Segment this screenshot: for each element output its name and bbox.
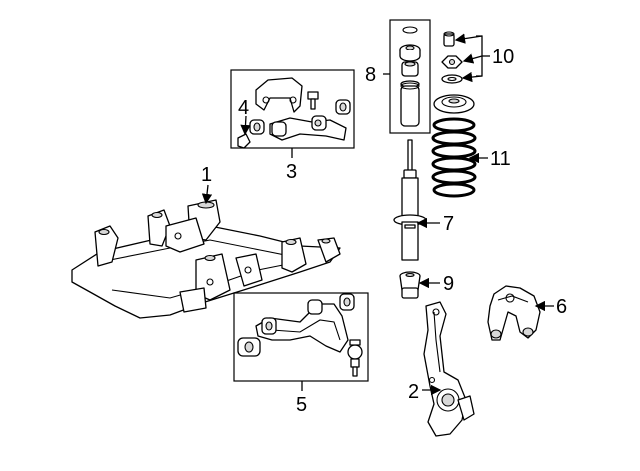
strut-mount-kit-box xyxy=(389,19,431,134)
callout-10-leader-c xyxy=(461,71,483,83)
callout-11: 11 xyxy=(490,148,511,170)
callout-10-leader-b xyxy=(462,53,483,64)
strut-assembly xyxy=(393,139,427,261)
upper-control-arm xyxy=(487,285,541,341)
bump-stop xyxy=(399,271,421,299)
callout-9: 9 xyxy=(443,273,454,295)
steering-knuckle xyxy=(423,301,475,437)
upper-control-arm-kit xyxy=(237,77,351,149)
callout-4: 4 xyxy=(238,97,249,119)
callout-4-leader xyxy=(240,115,251,136)
callout-2: 2 xyxy=(408,381,419,403)
callout-1: 1 xyxy=(201,164,212,186)
callout-1-leader xyxy=(201,184,213,205)
upper-spring-seat xyxy=(433,94,475,114)
callout-5: 5 xyxy=(296,394,307,416)
lower-control-arm-kit xyxy=(237,293,363,377)
coil-spring xyxy=(431,117,477,198)
callout-10: 10 xyxy=(492,46,514,68)
lower-arm-kit-box xyxy=(233,292,369,382)
callout-6: 6 xyxy=(556,296,567,318)
crossmember-subframe xyxy=(71,199,341,319)
callout-7: 7 xyxy=(443,213,454,235)
strut-mount-hardware xyxy=(441,31,463,84)
callout-8: 8 xyxy=(365,64,376,86)
callout-10-leader-a xyxy=(454,33,483,44)
callout-3: 3 xyxy=(286,161,297,183)
strut-mount-kit xyxy=(399,26,421,127)
